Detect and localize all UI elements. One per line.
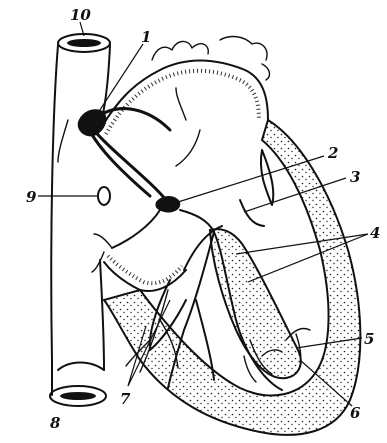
- coronary-sinus-opening: [98, 187, 110, 205]
- label-8: 8: [50, 414, 61, 432]
- label-10: 10: [70, 6, 91, 24]
- label-7: 7: [120, 390, 131, 408]
- label-3: 3: [350, 168, 360, 186]
- label-2: 2: [327, 144, 338, 162]
- ventricle-wall: [104, 120, 360, 435]
- label-6: 6: [350, 404, 361, 422]
- label-4: 4: [370, 224, 380, 242]
- label-9: 9: [26, 188, 37, 206]
- label-1: 1: [141, 28, 151, 46]
- vena-cava: [50, 34, 110, 406]
- label-5: 5: [364, 330, 374, 348]
